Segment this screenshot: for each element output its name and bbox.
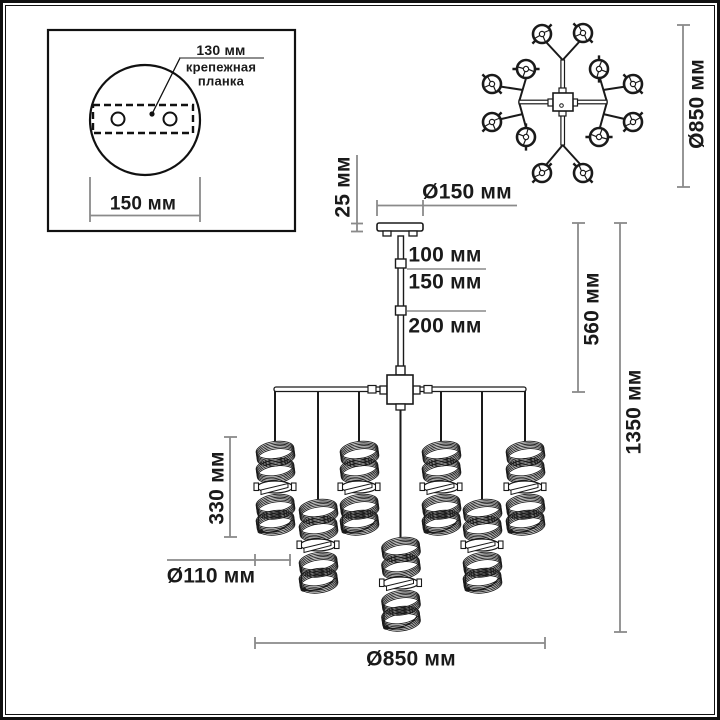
mounting-plate-dashed	[91, 103, 195, 135]
hanging-rod	[394, 235, 407, 376]
label-rod-segment-3: 200 мм	[408, 314, 482, 338]
mounting-hole-right	[162, 111, 178, 127]
spiral-shade	[338, 439, 380, 538]
spiral-shade	[420, 439, 462, 538]
label-hanging-height: 560 мм	[580, 272, 604, 346]
spiral-shade	[297, 497, 339, 596]
mounting-hole-left	[110, 111, 126, 127]
inset-panel	[46, 28, 297, 233]
inset-dimension-150	[89, 177, 201, 222]
top-view-hub	[547, 87, 579, 117]
drop-rods	[274, 391, 526, 543]
label-hole-spacing: 130 мм	[196, 42, 246, 58]
label-mounting-plate-2: планка	[197, 73, 245, 89]
top-view	[481, 22, 644, 184]
spiral-shade	[380, 535, 422, 634]
rod-joint-2	[394, 305, 407, 316]
dim-1350	[614, 222, 627, 633]
front-hub	[379, 374, 421, 411]
label-shade-height: 330 мм	[205, 451, 229, 525]
dim-rod-callouts	[407, 268, 486, 312]
rod-joint-1	[394, 258, 407, 269]
spiral-shade	[461, 497, 503, 596]
label-rod-segment-2: 150 мм	[408, 270, 482, 294]
rod-connector	[395, 365, 406, 376]
dim-560	[572, 222, 585, 393]
label-span-diameter: Ø850 мм	[366, 647, 456, 671]
spiral-shade	[254, 439, 296, 538]
label-inset-width: 150 мм	[109, 193, 177, 215]
canopy	[376, 222, 424, 237]
dim-850-bottom	[254, 637, 546, 649]
label-shade-diameter: Ø110 мм	[166, 564, 256, 588]
spiral-shade	[504, 439, 546, 538]
dim-110	[167, 554, 291, 566]
front-view	[254, 222, 546, 634]
label-canopy-diameter: Ø150 мм	[422, 180, 512, 204]
dim-canopy-height	[351, 155, 363, 233]
dimension-lines	[167, 24, 690, 649]
label-mounting-plate-1: крепежная	[185, 59, 257, 75]
label-canopy-height: 25 мм	[331, 156, 355, 218]
label-top-view-diameter: Ø850 мм	[685, 59, 709, 149]
dim-330	[224, 436, 237, 538]
label-total-height: 1350 мм	[622, 369, 646, 455]
label-rod-segment-1: 100 мм	[408, 243, 482, 267]
dim-850-top-view	[677, 24, 690, 188]
leader-line	[151, 57, 181, 115]
canopy-top-view-circle	[88, 63, 202, 177]
dim-canopy-diameter	[376, 200, 517, 216]
